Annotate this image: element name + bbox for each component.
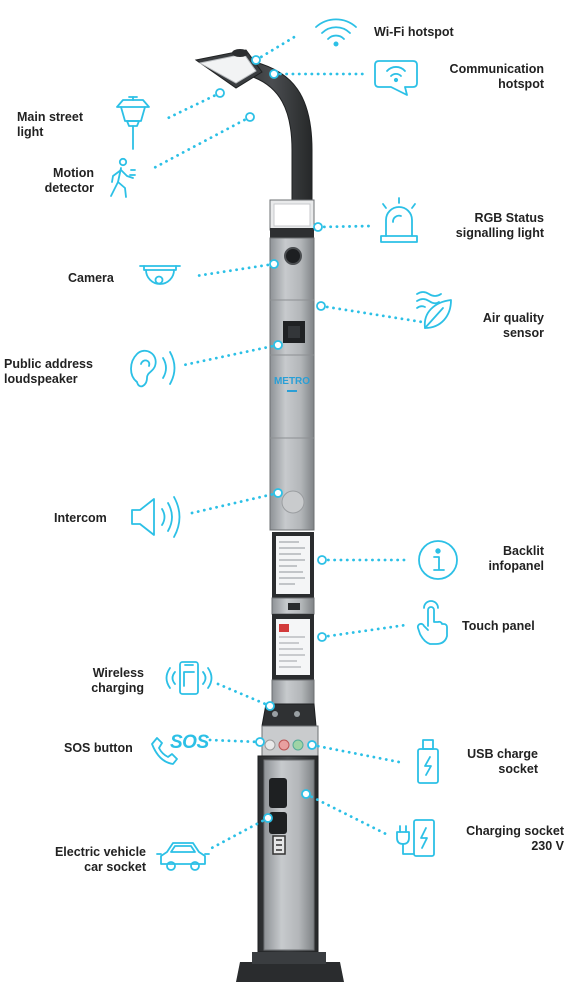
dome-camera-icon: [139, 265, 181, 285]
label-line: Public address: [4, 357, 93, 371]
label-wifi: Wi-Fi hotspot: [374, 25, 454, 40]
label-line: SOS button: [64, 741, 133, 755]
ear-icon: [130, 349, 176, 388]
plug-icon: [396, 819, 435, 857]
info-icon: [418, 540, 458, 580]
label-line: USB charge: [467, 747, 538, 761]
label-camera: Camera: [68, 271, 114, 286]
label-line: Motion: [53, 166, 94, 180]
label-line: Communication: [449, 62, 544, 76]
label-line: RGB Status: [474, 211, 544, 225]
label-line: loudspeaker: [4, 372, 78, 386]
label-line: socket: [498, 762, 538, 776]
label-line: Air quality: [482, 311, 544, 325]
connector-ev: [206, 816, 270, 852]
connector-dots: [215, 55, 327, 823]
label-line: Wi-Fi hotspot: [374, 25, 454, 39]
wifi-icon: [315, 18, 357, 47]
label-wireless: Wireless charging: [91, 666, 144, 696]
label-socket230: Charging socket 230 V: [466, 824, 564, 854]
label-line: signalling light: [455, 226, 544, 240]
label-line: Electric vehicle: [54, 845, 146, 859]
car-icon: [156, 842, 210, 871]
label-sos: SOS button: [64, 741, 133, 756]
connector-sos: [208, 738, 262, 744]
connector-intercom: [190, 491, 280, 515]
pole-upper-column: [269, 237, 315, 531]
connector-air: [319, 304, 424, 324]
leaf-wind-icon: [416, 291, 452, 329]
label-loudspeaker: Public address loudspeaker: [4, 357, 93, 387]
label-air: Air quality sensor: [483, 311, 544, 341]
connector-motion: [148, 115, 252, 172]
sos-icon-text: SOS: [170, 732, 209, 753]
connector-street-light: [164, 91, 222, 121]
label-communication: Communication hotspot: [450, 62, 544, 92]
usb-icon: [417, 739, 439, 784]
pole-base: [236, 962, 344, 982]
label-line: Intercom: [54, 511, 107, 525]
label-motion: Motion detector: [45, 166, 94, 196]
label-line: Backlit: [503, 544, 544, 558]
label-infopanel: Backlit infopanel: [488, 544, 544, 574]
label-rgb: RGB Status signalling light: [456, 211, 544, 241]
label-line: Wireless: [92, 666, 144, 680]
connector-wifi: [254, 34, 298, 62]
phone-charging-icon: [165, 661, 213, 695]
connector-usb: [310, 743, 406, 765]
pole-camera: [284, 247, 302, 265]
speaker-icon: [131, 496, 181, 538]
label-line: detector: [44, 181, 94, 195]
street-lamp-icon: [116, 96, 150, 150]
smart-pole: METRO: [194, 49, 344, 982]
label-line: charging: [91, 681, 144, 695]
connector-camera: [194, 262, 276, 278]
label-ev: Electric vehicle car socket: [55, 845, 146, 875]
label-line: Charging socket: [466, 824, 564, 838]
label-touch: Touch panel: [462, 619, 535, 634]
label-intercom: Intercom: [54, 511, 107, 526]
siren-icon: [380, 197, 418, 243]
label-line: Main street: [17, 110, 83, 124]
connector-rgb: [316, 224, 374, 229]
label-line: car socket: [84, 860, 146, 874]
connector-lines: [148, 34, 424, 852]
label-line: 230 V: [531, 839, 564, 853]
sos-phone-icon: [151, 737, 178, 765]
label-line: infopanel: [488, 559, 544, 573]
label-line: Camera: [68, 271, 114, 285]
label-usb: USB charge socket: [467, 747, 538, 777]
connector-loudspeaker: [182, 343, 280, 367]
label-line: light: [17, 125, 44, 139]
label-line: hotspot: [498, 77, 544, 91]
touch-hand-icon: [416, 600, 448, 645]
pole-brand: METRO: [274, 376, 310, 387]
label-street-light: Main street light: [17, 110, 83, 140]
walking-person-icon: [110, 157, 136, 198]
speech-bubble-icon: [374, 60, 418, 96]
label-line: Touch panel: [462, 619, 535, 633]
connector-socket230: [304, 792, 388, 836]
connector-touch: [320, 623, 408, 639]
connector-wireless: [216, 682, 272, 708]
pole-intercom-grille: [281, 490, 305, 514]
label-line: sensor: [503, 326, 544, 340]
